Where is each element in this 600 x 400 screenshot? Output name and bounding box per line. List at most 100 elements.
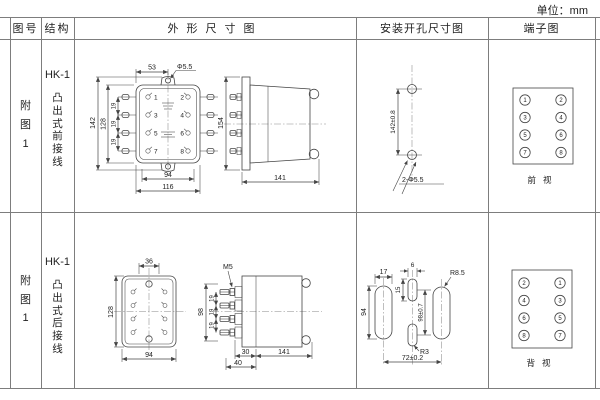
dim-94-rear-label: 94	[145, 352, 153, 359]
table-right-rule	[595, 17, 596, 388]
rear-term-6: 6	[522, 316, 526, 322]
rear-term-2: 2	[522, 281, 526, 287]
dim-pitch-label-2: 19	[112, 120, 118, 127]
header-bottom-rule	[0, 39, 600, 40]
row2-structure-cell: HK-1 凸出式后接线	[41, 212, 74, 388]
table-top-rule	[0, 17, 600, 18]
dim-r3-label: R3	[420, 349, 429, 356]
row1-structure: 凸出式前接线	[52, 92, 63, 168]
front-term-7: 7	[523, 151, 527, 157]
row2-structure: 凸出式后接线	[52, 279, 63, 355]
row1-model: HK-1	[44, 69, 71, 81]
row2-outline-drawing: 36 128 94 M5 98 19 1	[108, 259, 322, 370]
row2-side-studs	[219, 286, 243, 339]
row-divider-rule	[0, 212, 600, 213]
row1-side-view: 154 141	[218, 76, 326, 185]
row1-mounting-drawing: 142±0.8 2-Φ5.5	[390, 65, 444, 195]
dim-17-label: 17	[380, 269, 388, 276]
header-structure: 结构	[44, 23, 71, 35]
row1-side-pins	[229, 93, 242, 155]
holes-callout-label: 2-Φ5.5	[402, 177, 424, 184]
col-rule-2	[74, 17, 75, 388]
row1-terminal-diagram: 1 2 3 4 5 6 7 8 前视	[512, 87, 574, 185]
dim-36-label: 36	[145, 259, 153, 266]
table-left-rule	[10, 17, 11, 388]
rear-view-caption: 背视	[526, 358, 557, 368]
front-term-8: 8	[559, 151, 563, 157]
row1-structure-cell: HK-1 凸出式前接线	[41, 39, 74, 212]
header-figure: 图号	[12, 23, 39, 35]
front-term-6: 6	[559, 133, 563, 139]
front-term-4: 4	[559, 116, 563, 122]
row1-terminal-circles	[519, 94, 567, 159]
front-term-3: 3	[523, 116, 527, 122]
rear-term-8: 8	[522, 334, 526, 340]
col-rule-1	[41, 17, 42, 388]
header-terminal: 端子图	[523, 23, 560, 35]
table-bottom-rule	[0, 388, 600, 389]
terminal-6-label: 6	[180, 131, 184, 138]
datasheet-table: 图号 结构 外形尺寸图 安装开孔尺寸图 端子图 附图1 HK-1 凸出式前接线	[10, 17, 595, 388]
front-view-caption: 前视	[527, 175, 558, 185]
dim-142-label: 142	[90, 117, 97, 129]
rear-term-7: 7	[558, 334, 562, 340]
unit-label: 单位：mm	[536, 5, 588, 17]
mount-slot-left	[374, 285, 393, 340]
contact-symbols	[161, 102, 175, 138]
terminal-3-label: 3	[154, 113, 158, 120]
rear-term-4: 4	[522, 299, 526, 305]
mount-hole-bottom	[407, 150, 417, 160]
row1-outline-drawing: 1 2 3 4 5 6 7 8 53 Φ5.5 142	[90, 64, 326, 194]
dim-pitch2-label-3: 19	[210, 322, 216, 329]
dim-30-label: 30	[242, 349, 250, 356]
dim-pitch-label-3: 19	[112, 138, 118, 145]
row2-figure-no: 附图1	[20, 274, 31, 325]
mount-slot-right	[432, 286, 451, 340]
row1-terminal-pins	[118, 92, 218, 154]
header-outline: 外形尺寸图	[167, 23, 263, 35]
row2-terminal-circles	[518, 277, 566, 342]
dim-15-label: 15	[396, 286, 402, 293]
row1-front-view: 1 2 3 4 5 6 7 8 53 Φ5.5 142	[90, 64, 218, 194]
front-term-5: 5	[523, 133, 527, 139]
dim-ear-hole-label: Φ5.5	[177, 64, 192, 71]
row2-rear-clips	[130, 288, 168, 335]
dim-pitch2-label-1: 19	[210, 295, 216, 302]
dim-128-label: 128	[101, 118, 108, 130]
row2-side-view: M5 98 19 19 19 30 40 141	[198, 264, 322, 370]
terminal-2-label: 2	[180, 95, 184, 102]
row2-terminal-diagram: 2 1 4 3 6 5 8 7 背视	[511, 269, 573, 368]
dim-slot-span-label: 72±0.2	[402, 355, 423, 362]
dim-pitch2-label-2: 19	[210, 308, 216, 315]
col-rule-3	[356, 17, 357, 388]
dim-pitch-label-1: 19	[112, 102, 118, 109]
dim-40-label: 40	[234, 360, 242, 367]
row1-figure-no: 附图1	[20, 100, 31, 150]
dim-141-rear-label: 141	[278, 349, 290, 356]
terminal-1-label: 1	[154, 95, 158, 102]
mount-hole-top	[407, 84, 417, 94]
rear-term-3: 3	[558, 299, 562, 305]
row2-rear-view: 36 128 94	[108, 259, 186, 362]
header-mounting: 安装开孔尺寸图	[380, 23, 464, 35]
terminal-7-label: 7	[154, 149, 158, 156]
dim-116-label: 116	[162, 184, 173, 191]
terminal-4-label: 4	[180, 113, 184, 120]
dim-53-label: 53	[148, 65, 156, 72]
dim-154-label: 154	[218, 117, 225, 129]
front-term-1: 1	[523, 98, 527, 104]
dim-m5-label: M5	[223, 264, 233, 271]
dim-6-label: 6	[411, 262, 415, 269]
terminal-5-label: 5	[154, 131, 158, 138]
col-rule-4	[488, 17, 489, 388]
front-term-2: 2	[559, 98, 563, 104]
dim-98-label: 98	[198, 308, 205, 316]
dim-94-slot-label: 94	[361, 308, 368, 316]
dim-94-label: 94	[164, 172, 172, 179]
terminal-8-label: 8	[180, 149, 184, 156]
dim-center-spacing-label: 98±0.7	[419, 303, 425, 322]
row2-model: HK-1	[44, 256, 71, 268]
dim-hole-spacing-label: 142±0.8	[390, 110, 397, 134]
rear-term-1: 1	[558, 281, 562, 287]
row2-mounting-drawing: 17 94 6 15 98±0.7 R8.5 R3 72±0.2	[361, 262, 465, 365]
